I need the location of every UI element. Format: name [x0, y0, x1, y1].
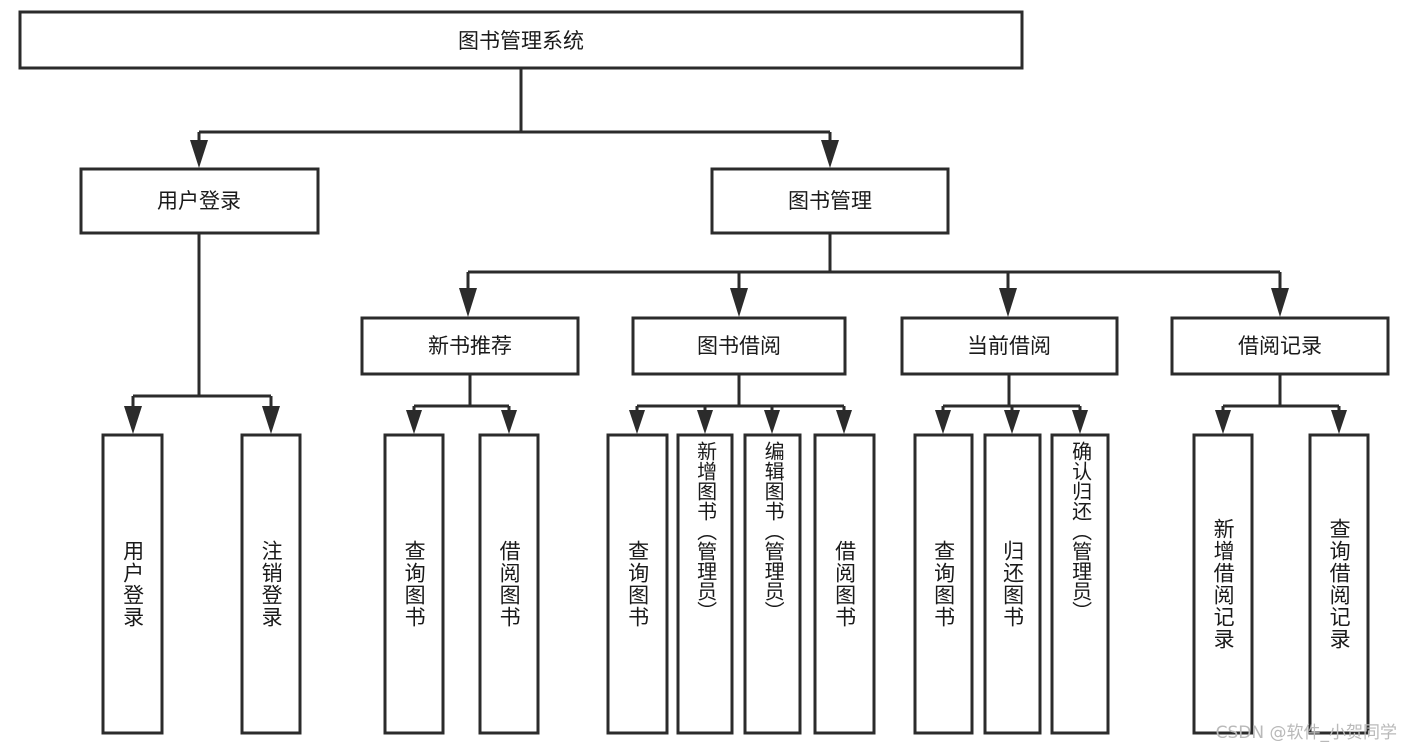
- arrowhead-user-login: [190, 140, 208, 168]
- arrowhead-book-manage: [821, 140, 839, 168]
- node-root-box[interactable]: [18, 10, 1024, 70]
- node-user-login-label: 用户登录: [157, 189, 241, 213]
- connector-group-root: [190, 68, 839, 168]
- leaf-box-add-book[interactable]: [676, 433, 734, 735]
- leaf-box-confirm-return[interactable]: [1050, 433, 1110, 735]
- arrowhead-leaf-borrow-book-2: [836, 410, 852, 434]
- arrowhead-borrow-record: [1271, 288, 1289, 317]
- connector-group-borrow-record: [1215, 374, 1347, 434]
- arrowhead-leaf-borrow-book-1: [501, 410, 517, 434]
- csdn-watermark: CSDN @软件_小贺同学: [1215, 723, 1397, 743]
- connector-group-book-manage: [459, 233, 1289, 317]
- node-root-label: 图书管理系统: [458, 29, 584, 53]
- arrowhead-leaf-add-book: [697, 410, 713, 434]
- node-book-manage-label: 图书管理: [788, 189, 872, 213]
- arrowhead-leaf-query-book-3: [935, 410, 951, 434]
- leaf-boxes: [101, 433, 1370, 735]
- node-root[interactable]: 图书管理系统: [18, 10, 1024, 70]
- connector-group-book-borrow: [629, 374, 852, 434]
- node-user-login-box[interactable]: [79, 167, 320, 235]
- node-book-manage[interactable]: 图书管理: [710, 167, 950, 235]
- leaf-box-query-book-2[interactable]: [606, 433, 669, 735]
- arrowhead-leaf-user-login: [124, 406, 142, 434]
- arrowhead-leaf-query-record: [1331, 410, 1347, 434]
- node-new-book-rec-box[interactable]: [360, 316, 580, 376]
- arrowhead-current-borrow: [999, 288, 1017, 317]
- arrowhead-leaf-edit-book: [764, 410, 780, 434]
- node-user-login[interactable]: 用户登录: [79, 167, 320, 235]
- arrowhead-leaf-return-book: [1004, 410, 1020, 434]
- arrowhead-leaf-query-book-1: [406, 410, 422, 434]
- connector-group-current-borrow: [935, 374, 1088, 434]
- leaf-box-user-login[interactable]: [101, 433, 164, 735]
- connector-group-new-book-rec: [406, 374, 517, 434]
- node-book-manage-box[interactable]: [710, 167, 950, 235]
- leaf-box-query-book-3[interactable]: [913, 433, 974, 735]
- node-borrow-record-label: 借阅记录: [1238, 334, 1322, 358]
- node-current-borrow[interactable]: 当前借阅: [900, 316, 1119, 376]
- leaf-box-query-record[interactable]: [1308, 433, 1370, 735]
- node-new-book-rec-label: 新书推荐: [428, 334, 512, 358]
- leaf-box-borrow-book-2[interactable]: [813, 433, 876, 735]
- node-new-book-rec[interactable]: 新书推荐: [360, 316, 580, 376]
- leaf-box-logout[interactable]: [240, 433, 302, 735]
- arrowhead-leaf-add-record: [1215, 410, 1231, 434]
- node-current-borrow-box[interactable]: [900, 316, 1119, 376]
- node-book-borrow[interactable]: 图书借阅: [631, 316, 847, 376]
- arrowhead-new-book-rec: [459, 288, 477, 317]
- node-borrow-record-box[interactable]: [1170, 316, 1390, 376]
- node-current-borrow-label: 当前借阅: [967, 334, 1051, 358]
- node-book-borrow-label: 图书借阅: [697, 334, 781, 358]
- leaf-box-add-record[interactable]: [1192, 433, 1254, 735]
- leaf-box-query-book-1[interactable]: [383, 433, 445, 735]
- leaf-box-borrow-book-1[interactable]: [478, 433, 540, 735]
- arrowhead-leaf-confirm-return: [1072, 410, 1088, 434]
- leaf-box-return-book[interactable]: [983, 433, 1042, 735]
- arrowhead-leaf-logout: [262, 406, 280, 434]
- node-borrow-record[interactable]: 借阅记录: [1170, 316, 1390, 376]
- leaf-box-edit-book[interactable]: [743, 433, 802, 735]
- node-book-borrow-box[interactable]: [631, 316, 847, 376]
- arrowhead-leaf-query-book-2: [629, 410, 645, 434]
- arrowhead-book-borrow: [730, 288, 748, 317]
- connector-group-user-login: [124, 233, 280, 434]
